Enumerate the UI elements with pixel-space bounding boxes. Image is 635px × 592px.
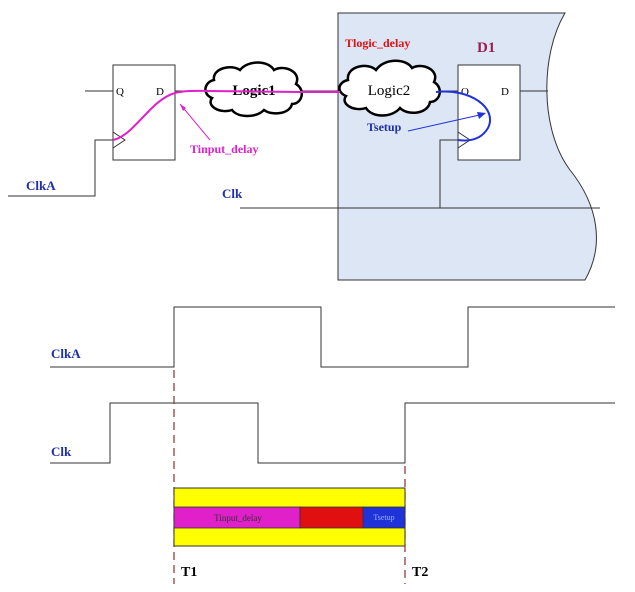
tsetup-pointer [407,113,485,132]
timing-bar-tsetup-segment [362,506,406,529]
tinput-arrowhead-icon [180,104,186,111]
timing-bar-tsetup-label: Tsetup [373,513,394,522]
tsetup-label: Tsetup [367,120,402,134]
t2-label: T2 [412,565,428,580]
timing-bar-tinput-label: Tinput_delay [214,513,262,523]
circuit-clk-label: Clk [222,186,243,201]
tinput-delay-path [112,89,340,141]
timing-bar-tlogic-segment [299,506,364,529]
d1-label: D1 [477,40,495,56]
source-ff-d-pin: D [156,86,164,98]
dest-ff-q-pin: Q [461,86,469,98]
source-ff-q-pin: Q [116,86,124,98]
clk-branch-wire [439,139,458,208]
t1-label: T1 [181,565,197,580]
tinput-delay-pointer [179,103,211,141]
tsetup-arc [435,90,491,142]
logic2-cloud [338,59,442,117]
dest-ff-d-pin: D [501,86,509,98]
wave-clka-label: ClkA [51,346,81,361]
tinput-delay-label: Tinput_delay [190,142,258,156]
clka-waveform [50,306,615,368]
logic2-label: Logic2 [368,83,411,99]
source-flipflop [112,64,176,161]
tsetup-arrowhead-icon [477,112,486,119]
circuit-clka-label: ClkA [26,178,56,193]
wave-clk-label: Clk [51,444,72,459]
clka-wire [8,139,113,197]
tlogic-delay-label: Tlogic_delay [345,36,410,50]
logic1-cloud [204,61,304,118]
source-ff-clock-triangle [112,131,126,149]
clk-waveform [50,402,615,464]
